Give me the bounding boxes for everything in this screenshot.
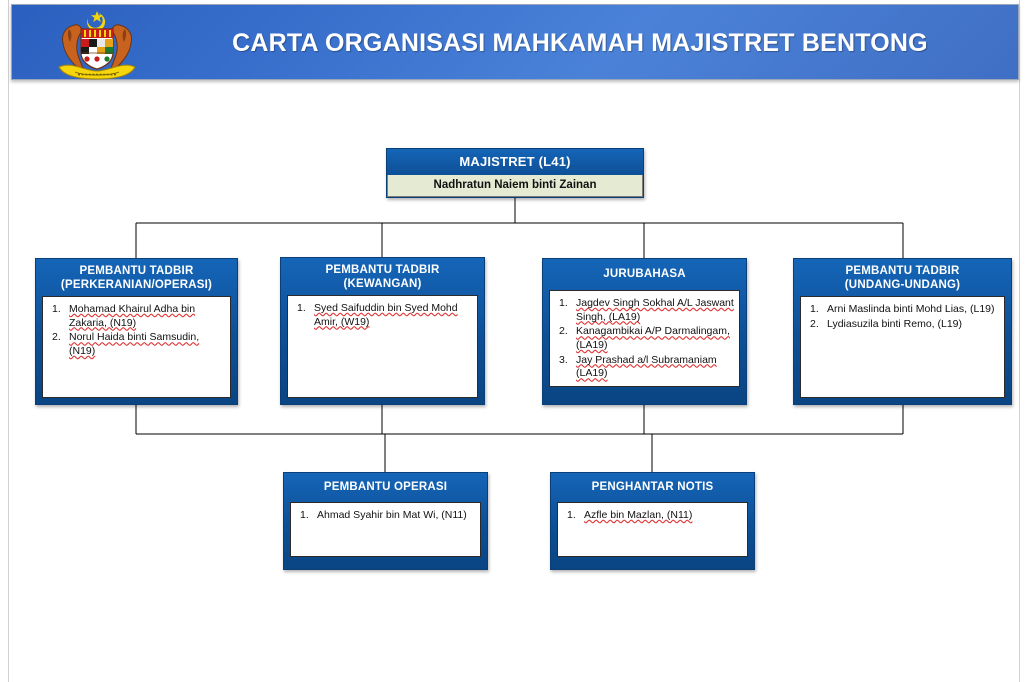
member-list: 1. Azfle bin Mazlan, (N11) <box>562 509 743 523</box>
org-node-title: PENGHANTAR NOTIS <box>551 473 754 502</box>
member-name: Arni Maslinda binti Mohd Lias, (L19) <box>827 303 995 316</box>
member-number: 1. <box>297 302 306 315</box>
org-node-title-line1: PEMBANTU TADBIR <box>325 264 440 276</box>
member-list: 1. Jagdev Singh Sokhal A/L Jaswant Singh… <box>554 297 735 381</box>
org-node-occupant: Nadhratun Naiem binti Zainan <box>433 178 597 191</box>
org-node-title-line2: (PERKERANIAN/OPERASI) <box>60 279 213 292</box>
org-node-body: 1. Syed Saifuddin bin Syed Mohd Amir, (W… <box>287 295 478 399</box>
list-item: 1. Ahmad Syahir bin Mat Wi, (N11) <box>295 509 476 523</box>
org-node-title-line2: (UNDANG-UNDANG) <box>844 279 961 292</box>
org-node-title: PEMBANTU TADBIR (KEWANGAN) <box>281 258 484 295</box>
page-title: CARTA ORGANISASI MAHKAMAH MAJISTRET BENT… <box>232 28 928 57</box>
org-node-body: 1. Azfle bin Mazlan, (N11) <box>557 502 748 558</box>
header-banner: CARTA ORGANISASI MAHKAMAH MAJISTRET BENT… <box>11 4 1019 80</box>
org-node-title-line2: (KEWANGAN) <box>343 278 422 291</box>
org-node-title-text: MAJISTRET (L41) <box>459 154 571 169</box>
org-node-title: PEMBANTU TADBIR (PERKERANIAN/OPERASI) <box>36 259 237 296</box>
org-node-body: 1. Arni Maslinda binti Mohd Lias, (L19) … <box>800 296 1005 399</box>
org-node-body: 1. Mohamad Khairul Adha bin Zakaria, (N1… <box>42 296 231 399</box>
member-name: Azfle bin Mazlan, (N11) <box>584 509 693 522</box>
org-node-body: 1. Jagdev Singh Sokhal A/L Jaswant Singh… <box>549 290 740 388</box>
member-name: Jagdev Singh Sokhal A/L Jaswant Singh, (… <box>576 297 734 323</box>
list-item: 1. Mohamad Khairul Adha bin Zakaria, (N1… <box>47 303 226 330</box>
list-item: 2. Kanagambikai A/P Darmalingam, (LA19) <box>554 325 735 352</box>
org-node-title-line1: PEMBANTU TADBIR <box>79 265 194 277</box>
list-item: 1. Jagdev Singh Sokhal A/L Jaswant Singh… <box>554 297 735 324</box>
member-list: 1. Ahmad Syahir bin Mat Wi, (N11) <box>295 509 476 523</box>
list-item: 1. Azfle bin Mazlan, (N11) <box>562 509 743 523</box>
member-number: 2. <box>810 317 819 330</box>
org-node-penghantar-notis[interactable]: PENGHANTAR NOTIS 1. Azfle bin Mazlan, (N… <box>550 472 755 570</box>
org-node-title-line1: PEMBANTU TADBIR <box>845 265 960 277</box>
org-node-pembantu-tadbir-kewangan[interactable]: PEMBANTU TADBIR (KEWANGAN) 1. Syed Saifu… <box>280 257 485 405</box>
org-node-jurubahasa[interactable]: JURUBAHASA 1. Jagdev Singh Sokhal A/L Ja… <box>542 258 747 405</box>
org-node-pembantu-operasi[interactable]: PEMBANTU OPERASI 1. Ahmad Syahir bin Mat… <box>283 472 488 570</box>
org-node-title-line1: JURUBAHASA <box>603 268 686 280</box>
member-name: Jay Prashad a/l Subramaniam (LA19) <box>576 353 717 380</box>
member-number: 2. <box>559 325 568 338</box>
org-node-title: MAJISTRET (L41) <box>387 149 643 175</box>
member-number: 1. <box>300 509 309 522</box>
org-node-title: JURUBAHASA <box>543 259 746 290</box>
list-item: 1. Arni Maslinda binti Mohd Lias, (L19) <box>805 303 1000 317</box>
list-item: 2. Norul Haida binti Samsudin, (N19) <box>47 331 226 358</box>
member-name: Norul Haida binti Samsudin, (N19) <box>69 331 200 357</box>
member-number: 1. <box>567 509 576 522</box>
member-list: 1. Arni Maslinda binti Mohd Lias, (L19) … <box>805 303 1000 331</box>
member-name: Syed Saifuddin bin Syed Mohd Amir, (W19) <box>314 302 458 328</box>
member-name: Ahmad Syahir bin Mat Wi, (N11) <box>317 509 467 522</box>
member-number: 2. <box>52 331 61 344</box>
org-node-pembantu-tadbir-undang-undang[interactable]: PEMBANTU TADBIR (UNDANG-UNDANG) 1. Arni … <box>793 258 1012 405</box>
page-frame <box>8 0 1020 682</box>
member-number: 1. <box>810 303 819 316</box>
member-name: Mohamad Khairul Adha bin Zakaria, (N19) <box>69 303 196 329</box>
org-node-majistret[interactable]: MAJISTRET (L41) Nadhratun Naiem binti Za… <box>386 148 644 198</box>
member-number: 1. <box>559 297 568 310</box>
member-name: Lydiasuzila binti Remo, (L19) <box>827 317 963 330</box>
org-node-title-line1: PENGHANTAR NOTIS <box>591 481 714 493</box>
org-node-pembantu-tadbir-perkeranian-operasi[interactable]: PEMBANTU TADBIR (PERKERANIAN/OPERASI) 1.… <box>35 258 238 405</box>
org-node-body: Nadhratun Naiem binti Zainan <box>387 174 643 197</box>
member-number: 1. <box>52 303 61 316</box>
org-node-title-line1: PEMBANTU OPERASI <box>323 481 448 493</box>
list-item: 3. Jay Prashad a/l Subramaniam (LA19) <box>554 354 735 381</box>
member-number: 3. <box>559 353 568 366</box>
malaysia-coat-of-arms-icon <box>45 9 149 81</box>
list-item: 1. Syed Saifuddin bin Syed Mohd Amir, (W… <box>292 302 473 329</box>
org-node-title: PEMBANTU TADBIR (UNDANG-UNDANG) <box>794 259 1011 296</box>
member-name: Kanagambikai A/P Darmalingam, (LA19) <box>576 325 730 351</box>
member-list: 1. Mohamad Khairul Adha bin Zakaria, (N1… <box>47 303 226 359</box>
member-list: 1. Syed Saifuddin bin Syed Mohd Amir, (W… <box>292 302 473 329</box>
org-node-title: PEMBANTU OPERASI <box>284 473 487 502</box>
org-node-body: 1. Ahmad Syahir bin Mat Wi, (N11) <box>290 502 481 558</box>
list-item: 2. Lydiasuzila binti Remo, (L19) <box>805 318 1000 332</box>
